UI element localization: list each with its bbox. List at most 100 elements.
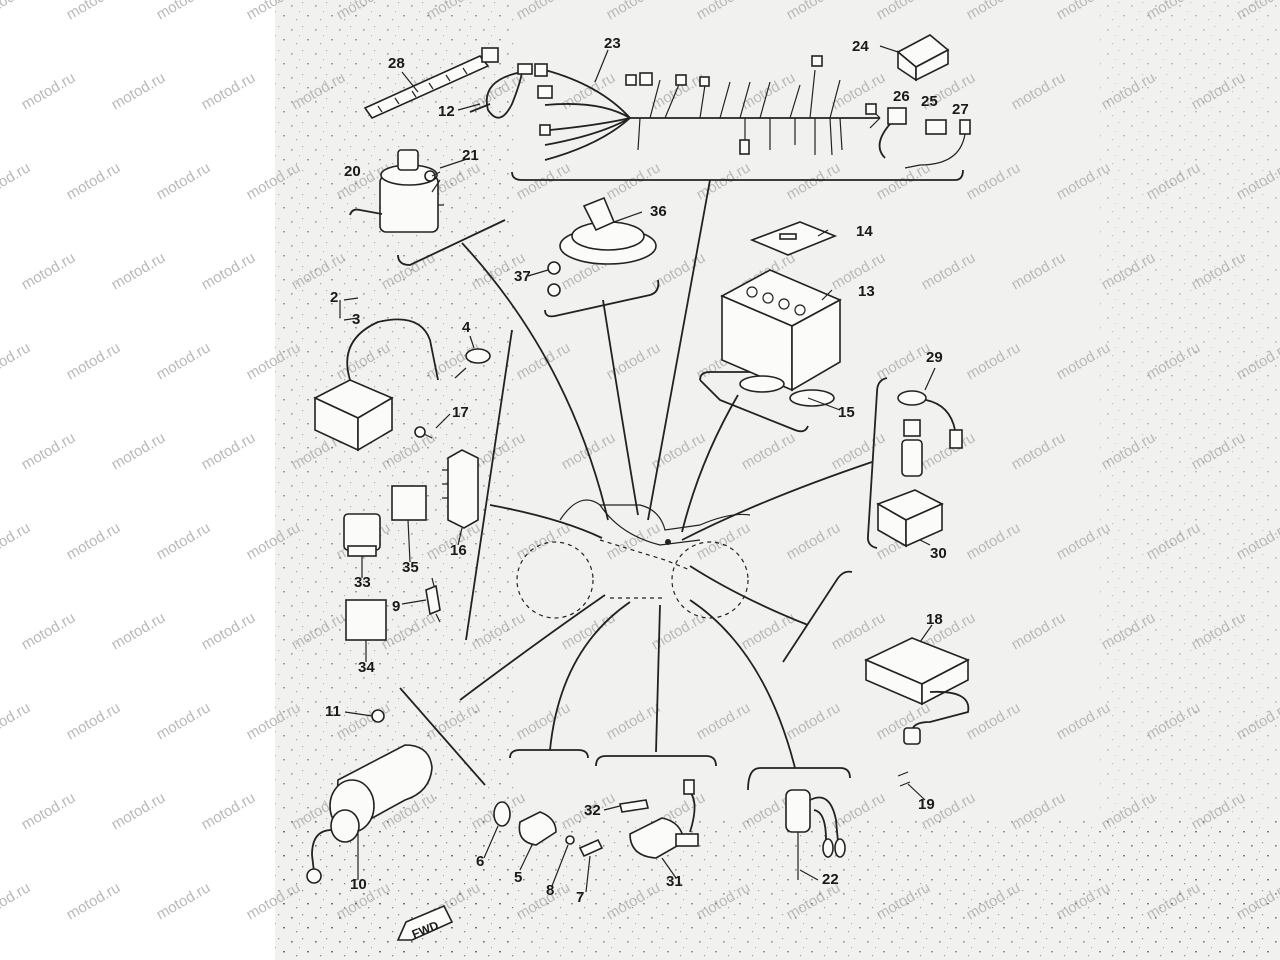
cable-tie-part-12 (469, 63, 533, 119)
watermark-text: motod.ru (874, 159, 934, 203)
frame-neutral-group (509, 749, 589, 759)
callout-7: 7 (576, 889, 584, 906)
watermark-text: motod.ru (154, 699, 214, 743)
watermark-text: motod.ru (514, 339, 574, 383)
callout-5: 5 (514, 869, 522, 886)
leader-fuse (681, 461, 873, 541)
watermark-text: motod.ru (559, 609, 619, 653)
watermark-text: motod.ru (964, 0, 1024, 23)
watermark-text: motod.ru (109, 429, 169, 473)
frame-starter-group (399, 687, 486, 786)
watermark-text: motod.ru (199, 789, 259, 833)
callout-25: 25 (921, 93, 938, 110)
leader-relays (489, 504, 603, 539)
watermark-text: motod.ru (154, 0, 214, 23)
callout-14: 14 (856, 223, 873, 240)
watermark-text: motod.ru (64, 519, 124, 563)
watermark-text: motod.ru (784, 699, 844, 743)
callout-2: 2 (330, 289, 338, 306)
callout-16: 16 (450, 542, 467, 559)
frame-harness-group (511, 169, 964, 181)
watermark-text: motod.ru (1009, 249, 1069, 293)
callout-36: 36 (650, 203, 667, 220)
watermark-text: motod.ru (919, 249, 979, 293)
watermark-text: motod.ru (739, 609, 799, 653)
leader-horn (602, 299, 639, 516)
callout-21: 21 (462, 147, 479, 164)
callout-28: 28 (388, 55, 405, 72)
watermark-text: motod.ru (0, 339, 33, 383)
watermark-text: motod.ru (0, 519, 33, 563)
watermark-text: motod.ru (559, 69, 619, 113)
callout-34: 34 (358, 659, 375, 676)
watermark-text: motod.ru (919, 429, 979, 473)
watermark-text: motod.ru (514, 519, 574, 563)
callout-3: 3 (352, 311, 360, 328)
leader-starter-relay (655, 604, 661, 753)
watermark-text: motod.ru (19, 429, 79, 473)
watermark-text: motod.ru (874, 0, 934, 23)
watermark-text: motod.ru (64, 339, 124, 383)
callout-23: 23 (604, 35, 621, 52)
callout-24: 24 (852, 38, 869, 55)
watermark-text: motod.ru (0, 0, 33, 23)
watermark-text: motod.ru (19, 69, 79, 113)
callout-29: 29 (926, 349, 943, 366)
rectifier-part-18 (864, 637, 970, 787)
watermark-text: motod.ru (154, 159, 214, 203)
watermark-text: motod.ru (1009, 429, 1069, 473)
watermark-text: motod.ru (199, 249, 259, 293)
relays-part-33-35 (343, 485, 427, 557)
watermark-text: motod.ru (109, 609, 169, 653)
watermark-text: motod.ru (694, 159, 754, 203)
wire-harness-part-23 (534, 55, 881, 161)
watermark-text: motod.ru (739, 429, 799, 473)
watermark-text: motod.ru (199, 429, 259, 473)
watermark-text: motod.ru (514, 699, 574, 743)
callout-15: 15 (838, 404, 855, 421)
watermark-text: motod.ru (154, 519, 214, 563)
callout-6: 6 (476, 853, 484, 870)
watermark-text: motod.ru (154, 879, 214, 923)
strap-part-28 (363, 47, 499, 120)
callout-26: 26 (893, 88, 910, 105)
speckle-right (1100, 0, 1280, 960)
watermark-text: motod.ru (199, 609, 259, 653)
leader-battery (681, 394, 739, 533)
callout-17: 17 (452, 404, 469, 421)
watermark-text: motod.ru (784, 159, 844, 203)
callout-9: 9 (392, 598, 400, 615)
callout-13: 13 (858, 283, 875, 300)
callout-19: 19 (918, 796, 935, 813)
small-connectors-25-27 (878, 107, 971, 169)
watermark-text: motod.ru (1009, 69, 1069, 113)
watermark-text: motod.ru (694, 699, 754, 743)
frame-main-switch-group (397, 219, 506, 266)
callout-18: 18 (926, 611, 943, 628)
battery-strap-part-14 (749, 221, 838, 256)
watermark-text: motod.ru (694, 0, 754, 23)
watermark-text: motod.ru (829, 609, 889, 653)
watermark-text: motod.ru (64, 879, 124, 923)
frame-starter-relay-group (595, 755, 717, 767)
frame-rectifier-group (782, 570, 853, 663)
watermark-text: motod.ru (64, 0, 124, 23)
callout-10: 10 (350, 876, 367, 893)
callout-12: 12 (438, 103, 455, 120)
callout-32: 32 (584, 802, 601, 819)
callout-8: 8 (546, 882, 554, 899)
frame-battery-group (699, 371, 809, 433)
watermark-text: motod.ru (514, 159, 574, 203)
junction-box-part-24 (896, 34, 950, 82)
leader-starter (459, 594, 606, 701)
watermark-text: motod.ru (154, 339, 214, 383)
watermark-text: motod.ru (514, 0, 574, 23)
watermark-layer: motod.ru motod.ru motod.ru motod.ru motod.ru… (0, 0, 1280, 923)
starter-relay-part-31 (619, 779, 699, 859)
speckle-left (275, 0, 515, 960)
watermark-text: motod.ru (964, 339, 1024, 383)
battery-part-13 (720, 269, 842, 407)
watermark-text: motod.ru (19, 609, 79, 653)
leader-brake-switch (689, 599, 796, 769)
brake-switch-part-22 (785, 789, 846, 880)
